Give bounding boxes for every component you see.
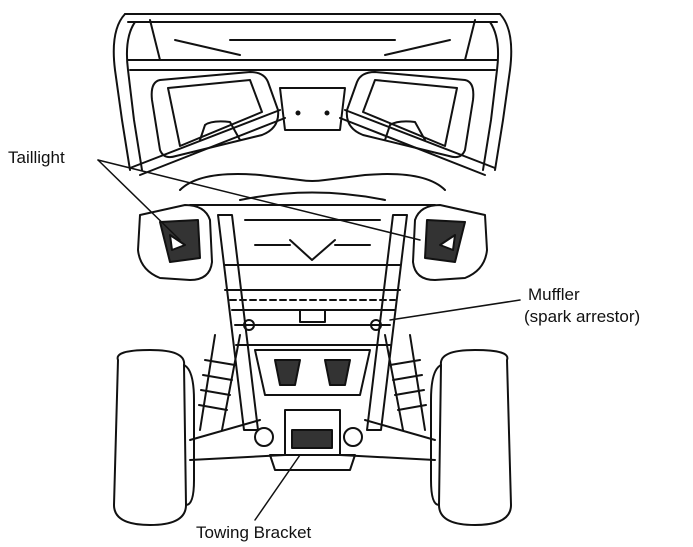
rear-wheels	[113, 349, 512, 526]
callout-lines	[97, 159, 521, 521]
taillight-housings	[137, 204, 488, 281]
rear-window	[150, 71, 475, 159]
towing-bracket-hardware	[269, 409, 356, 471]
muffler-label: Muffler	[528, 285, 580, 304]
seat-and-body	[179, 120, 446, 326]
towing-bracket-label: Towing Bracket	[196, 523, 312, 542]
spark-arrestor-label: (spark arrestor)	[524, 307, 641, 326]
taillight-label: Taillight	[8, 148, 65, 167]
suspension	[189, 334, 436, 461]
rear-frame	[217, 214, 408, 447]
roll-cage	[112, 13, 513, 176]
